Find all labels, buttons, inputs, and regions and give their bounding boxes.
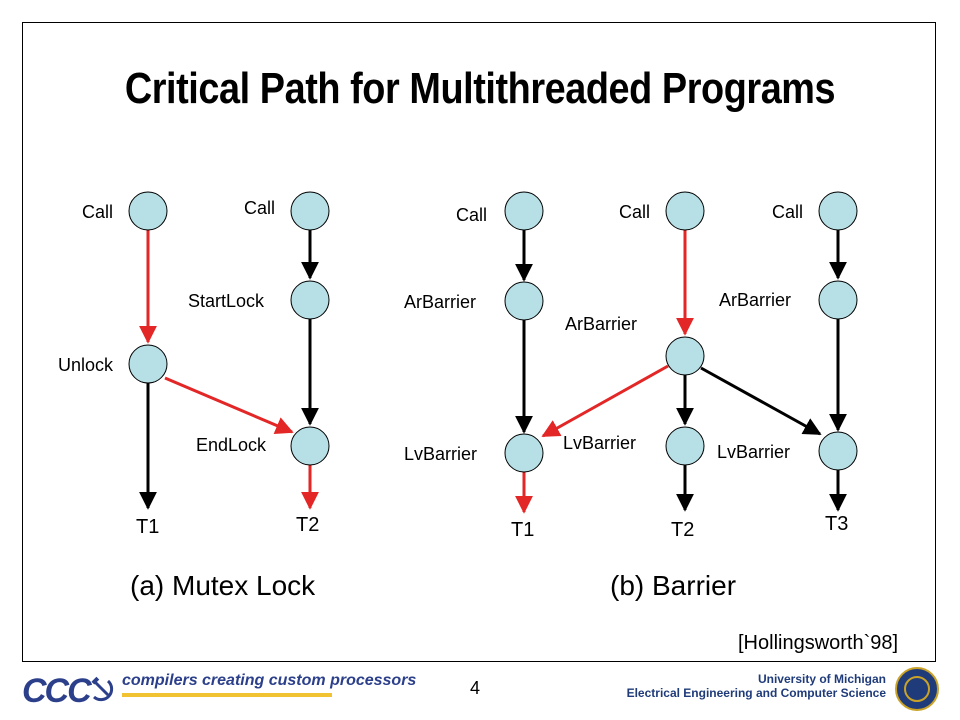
node-barrier-t3-call	[818, 191, 858, 231]
label-barrier-t3-call: Call	[772, 202, 803, 222]
node-mutex-t2-endlock	[290, 426, 330, 466]
edge-barrier-ar2-lv3	[700, 366, 822, 436]
label-barrier-t2-ar: ArBarrier	[565, 314, 637, 334]
footer-tagline: compilers creating custom processors	[122, 672, 417, 689]
edge-mutex-unlock-endlock	[164, 376, 294, 434]
label-mutex-t1-unlock: Unlock	[58, 355, 114, 375]
node-barrier-t1-call	[504, 191, 544, 231]
citation: [Hollingsworth`98]	[738, 632, 899, 654]
label-mutex-t2-call: Call	[244, 198, 275, 218]
mutex-diagram: Call Unlock T1 Call StartLock EndLock T2…	[58, 191, 330, 601]
label-barrier-t3-thread: T3	[825, 513, 848, 535]
label-barrier-t2-lv: LvBarrier	[563, 433, 636, 453]
university-line-1: University of Michigan	[757, 672, 886, 686]
node-barrier-t3-lv	[818, 431, 858, 471]
node-barrier-t3-ar	[818, 280, 858, 320]
ccc-logo: CCC	[22, 672, 92, 710]
label-mutex-t1-call: Call	[82, 202, 113, 222]
hammer-sickle-icon	[91, 676, 114, 702]
node-barrier-t2-lv	[665, 426, 705, 466]
label-barrier-t3-lv: LvBarrier	[717, 442, 790, 462]
node-mutex-t1-unlock	[128, 344, 168, 384]
label-barrier-t1-thread: T1	[511, 519, 534, 541]
node-barrier-t2-call	[665, 191, 705, 231]
slide-frame	[22, 22, 936, 662]
university-name: University of Michigan Electrical Engine…	[627, 672, 886, 700]
node-mutex-t1-call	[128, 191, 168, 231]
caption-mutex: (a) Mutex Lock	[130, 570, 316, 601]
seal-inner-ring	[904, 676, 930, 702]
label-mutex-t1-thread: T1	[136, 516, 159, 538]
label-barrier-t3-ar: ArBarrier	[719, 290, 791, 310]
label-mutex-t2-thread: T2	[296, 514, 319, 536]
caption-barrier: (b) Barrier	[610, 570, 736, 601]
label-mutex-t2-endlock: EndLock	[196, 435, 267, 455]
node-barrier-t1-lv	[504, 433, 544, 473]
label-barrier-t2-call: Call	[619, 202, 650, 222]
label-barrier-t1-lv: LvBarrier	[404, 444, 477, 464]
slide-title: Critical Path for Multithreaded Programs	[124, 64, 836, 113]
label-barrier-t2-thread: T2	[671, 519, 694, 541]
page-number: 4	[470, 678, 481, 698]
node-barrier-t1-ar	[504, 281, 544, 321]
barrier-diagram: Call ArBarrier LvBarrier T1 Call ArBarri…	[404, 191, 858, 601]
node-mutex-t2-call	[290, 191, 330, 231]
label-barrier-t1-ar: ArBarrier	[404, 292, 476, 312]
label-barrier-t1-call: Call	[456, 205, 487, 225]
node-barrier-t2-ar	[665, 336, 705, 376]
label-mutex-t2-startlock: StartLock	[188, 291, 265, 311]
university-line-2: Electrical Engineering and Computer Scie…	[626, 686, 886, 700]
node-mutex-t2-startlock	[290, 280, 330, 320]
tagline-underline	[122, 693, 332, 697]
edge-barrier-ar2-lv1	[541, 364, 669, 438]
